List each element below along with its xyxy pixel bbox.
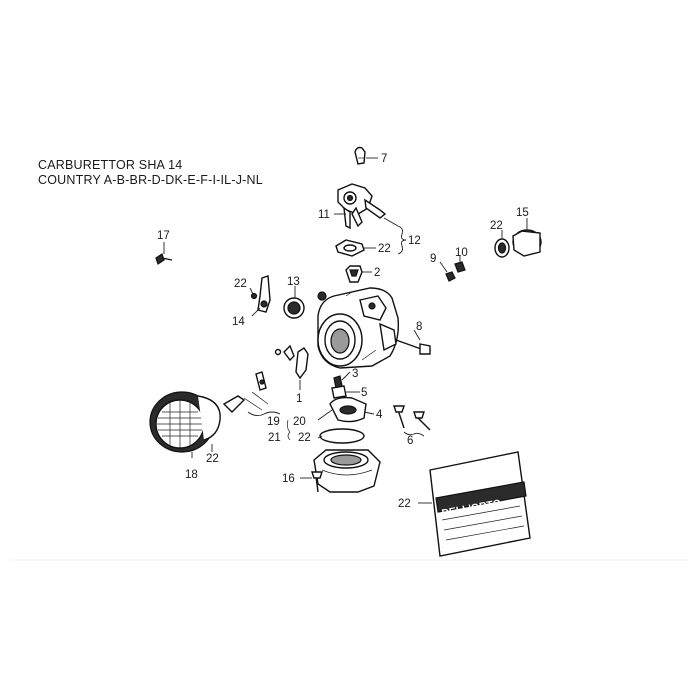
part-7-plug [354,146,378,165]
callout-9: 9 [430,253,436,265]
leader-20 [317,409,333,421]
part-9-nut [439,261,456,282]
callout-21: 21 [268,432,281,444]
callout-22-filter-clip: 22 [206,453,219,465]
callout-17: 17 [157,230,170,242]
callout-10: 10 [455,247,468,259]
callout-7: 7 [381,153,387,165]
callout-22-choke-washer: 22 [234,278,247,290]
callout-12: 12 [408,235,421,247]
part-21-spring [286,419,291,441]
float-bowl [313,449,381,493]
part-22-dellorto-label-card: DELL'ORTO [418,451,531,557]
part-4-float [329,396,375,423]
callout-20: 20 [293,416,306,428]
callout-22-fuel-gasket: 22 [378,243,391,255]
callout-5: 5 [361,387,367,399]
callout-18: 18 [185,469,198,481]
part-14-choke-lever [251,275,271,317]
callout-22-filter-ring: 22 [490,220,503,232]
part-6-screws [393,405,431,437]
diagram-title: CARBURETTOR SHA 14 [38,158,183,172]
part-5-jet [331,385,360,399]
part-1-throttle-lever [274,344,309,390]
part-3-jet [333,371,351,389]
leader-12 [383,217,399,227]
callout-15: 15 [516,207,529,219]
carburettor-body [317,287,400,369]
callout-1: 1 [296,393,302,405]
callout-11: 11 [318,209,330,221]
callout-8: 8 [416,321,422,333]
part-22-filter-ring [494,230,510,258]
part-8-throttle-screw [395,329,431,355]
callout-22-label-card: 22 [398,498,411,510]
part-22-choke-washer [249,287,258,300]
part-11-fuel-inlet-assembly [334,183,387,230]
part-22-fuel-gasket [335,239,376,257]
part-17-screw [155,242,173,265]
callout-14: 14 [232,316,245,328]
part-22-bowl-gasket [317,428,365,444]
callout-4: 4 [376,409,383,421]
callout-22-bowl-gasket: 22 [298,432,311,444]
part-13-filter-screen [283,286,305,319]
part-15-air-filter-element [512,218,542,257]
part-22-filter-clip [197,395,221,452]
callout-6: 6 [407,435,413,447]
part-16-bowl-screw [300,471,323,493]
part-18-air-filter [149,391,215,458]
callout-16: 16 [282,473,295,485]
diagram-subtitle: COUNTRY A-B-BR-D-DK-E-F-I-IL-J-NL [38,173,263,187]
part-10-screw [454,256,466,273]
part-2-plug [345,265,372,283]
callout-13: 13 [287,276,300,288]
callout-2: 2 [374,267,380,279]
callout-3: 3 [352,368,358,380]
part-19-choke-shaft [222,371,281,417]
callout-19: 19 [267,416,280,428]
part-12-bracket [397,225,407,255]
